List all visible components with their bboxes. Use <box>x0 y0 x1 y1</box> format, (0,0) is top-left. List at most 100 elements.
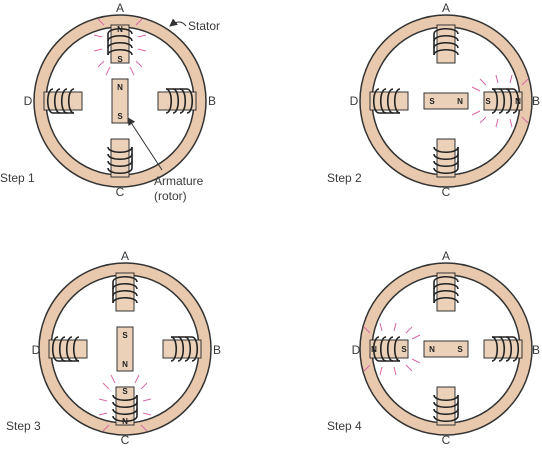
armature-leader-line <box>127 117 163 171</box>
step-label: Step 2 <box>327 171 362 185</box>
coil <box>433 27 459 56</box>
glow-ray <box>479 116 487 124</box>
rotor-pole-label: N <box>117 83 123 92</box>
rotor-pole-label: S <box>117 112 123 121</box>
glow-ray <box>102 382 110 390</box>
coil <box>433 146 459 175</box>
rotor-bar <box>111 78 129 124</box>
energized-glow <box>98 374 152 432</box>
glow-ray <box>110 374 116 384</box>
glow-ray <box>479 78 487 86</box>
coil <box>107 146 133 175</box>
energized-glow <box>363 322 421 376</box>
glow-ray <box>521 78 529 86</box>
pole-right <box>471 74 529 128</box>
glow-ray <box>93 48 103 52</box>
coil-turn <box>433 167 459 175</box>
coil-turn <box>512 336 520 362</box>
pole-label-right: B <box>208 94 216 108</box>
pole-polarity-label: N <box>515 97 521 106</box>
coil <box>46 88 75 114</box>
glow-ray <box>379 322 383 332</box>
energized-glow <box>471 74 529 128</box>
coil-turn <box>46 88 54 114</box>
glow-ray <box>105 66 111 76</box>
pole-label-right: B <box>532 343 540 357</box>
pole-polarity-label: N <box>371 345 377 354</box>
coil <box>112 275 138 304</box>
rotor-label: (rotor) <box>154 189 187 203</box>
glow-ray <box>393 366 397 376</box>
glow-ray <box>411 358 421 364</box>
pole-left <box>48 336 88 362</box>
pole-right <box>483 336 523 362</box>
glow-ray <box>129 66 135 76</box>
glow-ray <box>98 412 108 416</box>
step-1: NS A B C D Step 1 NS <box>0 1 216 199</box>
glow-ray <box>393 322 397 332</box>
pole-label-bottom: C <box>442 433 451 447</box>
pole-bottom <box>107 138 133 178</box>
energized-glow <box>93 18 147 76</box>
pole-label-top: A <box>442 1 450 15</box>
pole-bottom <box>433 386 459 426</box>
pole-top <box>433 272 459 312</box>
step-label: Step 4 <box>327 419 362 433</box>
pole-top <box>93 18 147 76</box>
glow-ray <box>363 364 371 372</box>
rotor-pole-label: N <box>122 360 128 369</box>
coil-turn <box>107 167 133 175</box>
glow-ray <box>142 398 152 402</box>
pole-label-left: D <box>350 94 359 108</box>
stator-leader-line <box>169 18 187 27</box>
glow-ray <box>471 110 481 116</box>
glow-ray <box>471 86 481 92</box>
glow-ray <box>137 34 147 38</box>
pole-bottom <box>98 374 152 432</box>
glow-ray <box>135 60 143 68</box>
coil-turn <box>433 27 459 35</box>
glow-ray <box>135 18 143 26</box>
coil <box>165 88 194 114</box>
pole-top <box>433 24 459 64</box>
pole-label-left: D <box>32 343 41 357</box>
pole-label-bottom: C <box>121 433 130 447</box>
rotor-pole-label: S <box>429 97 435 106</box>
glow-ray <box>98 398 108 402</box>
pole-top <box>112 272 138 312</box>
step-label: Step 1 <box>0 171 35 185</box>
rotor-bar <box>116 326 134 372</box>
glow-ray <box>137 48 147 52</box>
pole-right <box>162 336 202 362</box>
rotor-bar <box>423 340 469 358</box>
glow-ray <box>142 412 152 416</box>
glow-ray <box>102 424 110 432</box>
coil <box>170 336 199 362</box>
pole-label-bottom: C <box>442 185 451 199</box>
pole-polarity-label: N <box>117 25 123 34</box>
rotor: SN <box>116 326 134 372</box>
glow-ray <box>140 424 148 432</box>
pole-left <box>363 322 421 376</box>
coil-turn <box>107 27 133 35</box>
pole-label-top: A <box>121 249 129 263</box>
coil <box>433 394 459 423</box>
rotor-bar <box>423 92 469 110</box>
coil-turn <box>186 88 194 114</box>
rotor: NS <box>111 78 129 124</box>
glow-ray <box>509 118 513 128</box>
pole-label-right: B <box>532 94 540 108</box>
glow-ray <box>134 374 140 384</box>
step-3: SN A B C D Step 3 SN <box>6 249 221 447</box>
pole-polarity-label: S <box>117 55 123 64</box>
pole-polarity-label: S <box>122 387 128 396</box>
pole-label-left: D <box>352 343 361 357</box>
rotor-pole-label: N <box>457 97 463 106</box>
rotor-pole-label: S <box>122 331 128 340</box>
glow-ray <box>363 326 371 334</box>
glow-ray <box>405 364 413 372</box>
glow-ray <box>495 118 499 128</box>
stator-label: Stator <box>188 19 220 33</box>
